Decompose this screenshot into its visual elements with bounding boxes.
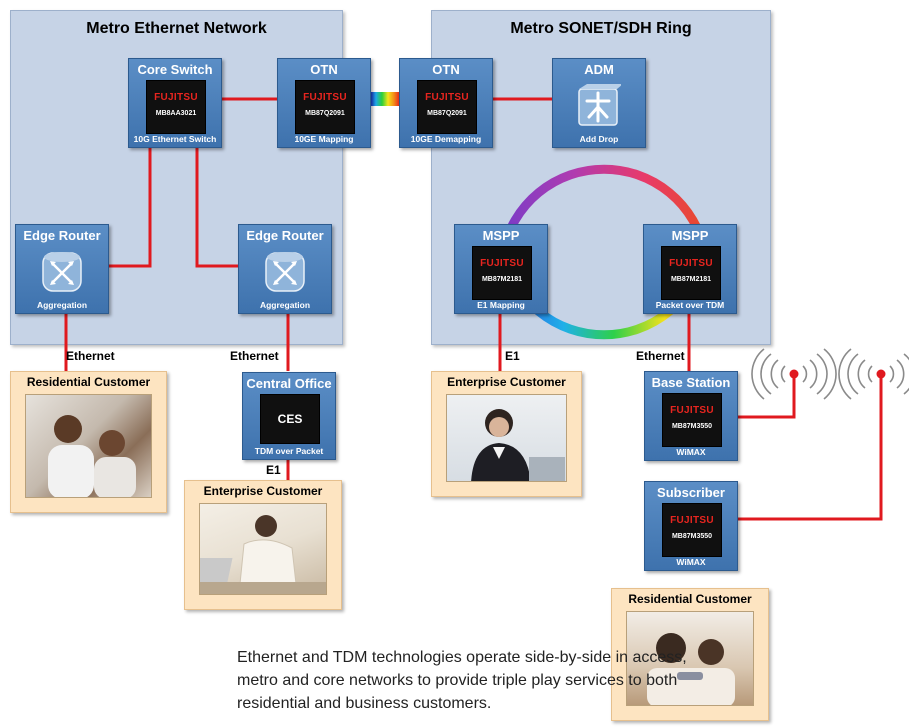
chip-model: MB87M2181 <box>481 276 523 283</box>
edge-router-right-title: Edge Router <box>246 228 324 243</box>
link-label-e1: E1 <box>266 463 281 477</box>
enterprise-customer-center: Enterprise Customer <box>184 480 342 610</box>
mspp-right-node[interactable]: MSPP FUJITSU MB87M2181 Packet over TDM <box>643 224 737 314</box>
edge-router-right-node[interactable]: Edge Router Aggregation <box>238 224 332 314</box>
otn-right-subtitle: 10GE Demapping <box>410 134 482 144</box>
children-photo <box>626 611 754 706</box>
fujitsu-logo: FUJITSU <box>670 405 714 416</box>
core-switch-subtitle: 10G Ethernet Switch <box>133 134 217 144</box>
mspp-left-node[interactable]: MSPP FUJITSU MB87M2181 E1 Mapping <box>454 224 548 314</box>
subscriber-subtitle: WiMAX <box>676 557 706 567</box>
otn-left-title: OTN <box>310 62 338 77</box>
base-station-subtitle: WiMAX <box>676 447 706 457</box>
fujitsu-chip: FUJITSU MB87M3550 <box>662 393 722 447</box>
edge-router-left-node[interactable]: Edge Router Aggregation <box>15 224 109 314</box>
central-office-node[interactable]: Central Office CES TDM over Packet <box>242 372 336 460</box>
mspp-right-title: MSPP <box>671 228 709 243</box>
fujitsu-chip: FUJITSU MB87M2181 <box>661 246 721 300</box>
chip-model: MB8AA3021 <box>155 110 197 117</box>
otn-left-node[interactable]: OTN FUJITSU MB87Q2091 10GE Mapping <box>277 58 371 148</box>
enterprise-customer-title: Enterprise Customer <box>447 375 566 389</box>
otn-right-node[interactable]: OTN FUJITSU MB87Q2091 10GE Demapping <box>399 58 493 148</box>
fujitsu-chip: FUJITSU MB87Q2091 <box>295 80 355 134</box>
router-icon <box>263 249 307 293</box>
otn-right-title: OTN <box>432 62 460 77</box>
ces-label: CES <box>277 412 303 426</box>
chip-model: MB87M3550 <box>671 533 713 540</box>
residential-customer-left: Residential Customer <box>10 371 167 513</box>
edge-router-left-title: Edge Router <box>23 228 101 243</box>
mspp-right-subtitle: Packet over TDM <box>655 300 725 310</box>
businesswoman-photo <box>446 394 567 482</box>
fujitsu-logo: FUJITSU <box>480 258 524 269</box>
optical-link <box>370 92 400 106</box>
adm-node[interactable]: ADM Add Drop <box>552 58 646 148</box>
adm-title: ADM <box>584 62 614 77</box>
office-worker-photo <box>199 503 327 595</box>
residential-customer-title: Residential Customer <box>628 592 752 606</box>
enterprise-customer-right: Enterprise Customer <box>431 371 582 497</box>
fujitsu-logo: FUJITSU <box>669 258 713 269</box>
mspp-left-title: MSPP <box>482 228 520 243</box>
sonet-ring-top <box>498 164 710 253</box>
add-drop-multiplexer-icon <box>577 83 621 127</box>
base-station-title: Base Station <box>651 375 731 390</box>
family-photo <box>25 394 152 498</box>
enterprise-customer-title: Enterprise Customer <box>203 484 323 498</box>
chip-model: MB87Q2091 <box>427 110 467 117</box>
mspp-left-subtitle: E1 Mapping <box>477 300 525 310</box>
metro-sonet-title: Metro SONET/SDH Ring <box>510 20 692 37</box>
fujitsu-logo: FUJITSU <box>670 515 714 526</box>
core-switch-node[interactable]: Core Switch FUJITSU MB8AA3021 10G Ethern… <box>128 58 222 148</box>
core-switch-title: Core Switch <box>137 62 213 77</box>
link-label-ethernet: Ethernet <box>66 349 115 363</box>
link-label-ethernet: Ethernet <box>636 349 685 363</box>
central-office-title: Central Office <box>246 376 332 391</box>
fujitsu-logo: FUJITSU <box>425 92 469 103</box>
subscriber-node[interactable]: Subscriber FUJITSU MB87M3550 WiMAX <box>644 481 738 571</box>
chip-model: MB87M3550 <box>671 423 713 430</box>
residential-customer-right: Residential Customer <box>611 588 769 721</box>
metro-ethernet-title: Metro Ethernet Network <box>86 20 267 37</box>
link-label-e1: E1 <box>505 349 520 363</box>
otn-left-subtitle: 10GE Mapping <box>294 134 354 144</box>
chip-model: MB87M2181 <box>670 276 712 283</box>
fujitsu-logo: FUJITSU <box>303 92 347 103</box>
adm-subtitle: Add Drop <box>579 134 619 144</box>
residential-customer-title: Residential Customer <box>26 375 151 389</box>
edge-router-right-subtitle: Aggregation <box>259 300 311 310</box>
fujitsu-chip: FUJITSU MB87M3550 <box>662 503 722 557</box>
diagram-caption: Ethernet and TDM technologies operate si… <box>237 649 687 712</box>
subscriber-title: Subscriber <box>657 485 725 500</box>
fujitsu-chip: FUJITSU MB8AA3021 <box>146 80 206 134</box>
chip-model: MB87Q2091 <box>305 110 345 117</box>
link-label-ethernet: Ethernet <box>230 349 279 363</box>
fujitsu-logo: FUJITSU <box>154 92 198 103</box>
central-office-subtitle: TDM over Packet <box>254 446 324 456</box>
base-station-node[interactable]: Base Station FUJITSU MB87M3550 WiMAX <box>644 371 738 461</box>
ces-chip: CES <box>260 394 320 444</box>
fujitsu-chip: FUJITSU MB87M2181 <box>472 246 532 300</box>
router-icon <box>40 249 84 293</box>
fujitsu-chip: FUJITSU MB87Q2091 <box>417 80 477 134</box>
edge-router-left-subtitle: Aggregation <box>36 300 88 310</box>
